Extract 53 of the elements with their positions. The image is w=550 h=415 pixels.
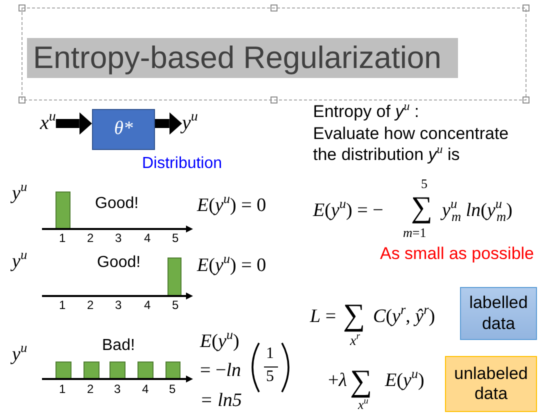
- tick-label: 5: [172, 299, 179, 313]
- formula-text: E(y$^{u}$) = −: [313, 200, 384, 222]
- tick-label: 5: [169, 383, 176, 397]
- input-variable: x$^{u}$: [40, 112, 56, 135]
- tick-label: 3: [114, 383, 121, 397]
- tick-label: 1: [59, 383, 66, 397]
- summation-symbol: ∑: [350, 365, 372, 396]
- summation-limit: x$^{r}$: [350, 334, 360, 350]
- model-box: θ*: [92, 109, 155, 150]
- tick-label: 2: [87, 383, 94, 397]
- tick-label: 4: [142, 383, 149, 397]
- variable-label: y$^{u}$: [12, 251, 28, 273]
- heading-text: Entropy of y$^{u}$ :: [313, 102, 420, 122]
- verdict-text: Good!: [97, 254, 141, 272]
- summation-symbol: ∑: [411, 193, 432, 223]
- tick-label: 4: [144, 232, 151, 246]
- variable-label: y$^{u}$: [12, 183, 28, 205]
- formula-text: L =: [310, 306, 336, 328]
- formula-text: y$^{u}$$_{m}$ ln(y$^{u}$$_{m}$): [442, 200, 512, 222]
- data-box: unlabeled data: [445, 356, 537, 412]
- tick-label: 4: [144, 299, 151, 313]
- tick-label: 2: [87, 232, 94, 246]
- formula-text: = ln5: [200, 390, 242, 412]
- summation-limit: 5: [421, 177, 428, 192]
- fraction-numerator: 1: [266, 345, 274, 364]
- tick-label: 1: [59, 232, 66, 246]
- caption-text: Distribution: [142, 155, 222, 174]
- verdict-text: Bad!: [102, 337, 135, 356]
- tick-label: 1: [59, 299, 66, 313]
- data-box: labelled data: [460, 287, 537, 340]
- block-arrow: [56, 112, 92, 135]
- fraction-denominator: 5: [266, 368, 274, 386]
- tick-label: 3: [115, 299, 122, 313]
- summation-symbol: ∑: [343, 299, 366, 330]
- output-variable: y$^{u}$: [182, 112, 198, 135]
- variable-label: y$^{u}$: [12, 344, 28, 366]
- formula-text: = −ln: [200, 360, 241, 382]
- formula-text: C(y$^{r}$, ŷ$^{r}$): [373, 306, 436, 328]
- slide-title: Entropy-based Regularization: [27, 38, 458, 78]
- formula-text: E(y$^{u}$) = 0: [197, 195, 266, 217]
- formula-text: +λ: [328, 370, 347, 392]
- tick-label: 5: [172, 232, 179, 246]
- verdict-text: Good!: [95, 195, 139, 214]
- note-text: As small as possible: [380, 244, 534, 264]
- tick-label: 2: [87, 299, 94, 313]
- block-arrow: [155, 112, 182, 135]
- tick-label: 3: [115, 232, 122, 246]
- formula-text: E(y$^{u}$) = 0: [197, 255, 266, 277]
- summation-limit: m=1: [403, 226, 426, 241]
- description-text: Evaluate how concentrate the distribution y$^{u}$ is: [313, 123, 510, 165]
- formula-text: E(y$^{u}$): [385, 370, 424, 392]
- formula-text: E(y$^{u}$): [200, 331, 240, 353]
- summation-limit: x$^{u}$: [358, 398, 368, 413]
